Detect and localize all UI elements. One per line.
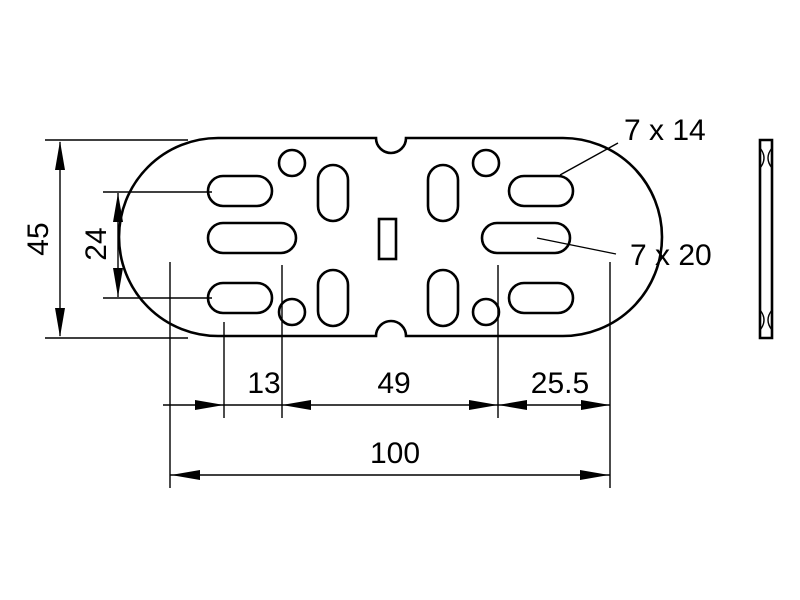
- center-slot: [377, 217, 398, 261]
- slot-vertical-2: [426, 163, 460, 223]
- dim-label-45: 45: [22, 222, 55, 255]
- leader-large-slot: [536, 237, 617, 255]
- hole-bottom-right: [471, 297, 501, 327]
- dim-label-25-5: 25.5: [531, 367, 589, 400]
- slot-left-middle: [206, 221, 298, 255]
- hole-bottom-left: [277, 297, 307, 327]
- side-profile: [758, 138, 774, 340]
- slot-vertical-1: [316, 163, 350, 223]
- slot-vertical-3: [316, 268, 350, 328]
- plate-outline: [117, 136, 664, 338]
- arrow-100-left: [171, 470, 200, 480]
- slot-vertical-4: [426, 268, 460, 328]
- hole-top-right: [471, 148, 501, 178]
- arrow-13-right: [282, 400, 311, 410]
- arrow-255-right: [581, 400, 610, 410]
- leader-small-slot: [559, 142, 619, 176]
- arrow-49-right: [469, 400, 498, 410]
- slot-left-bottom: [206, 281, 274, 315]
- callout-large-slot: 7 x 20: [630, 239, 712, 272]
- arrow-45-bottom: [55, 308, 65, 337]
- arrow-45-top: [55, 141, 65, 170]
- arrow-255-left: [498, 400, 527, 410]
- dim-label-100: 100: [370, 437, 420, 470]
- slot-right-middle: [480, 221, 572, 255]
- arrow-13-left: [195, 400, 224, 410]
- arrow-24-top: [113, 193, 123, 222]
- hole-top-left: [277, 148, 307, 178]
- slot-left-top: [206, 174, 274, 208]
- arrow-24-bottom: [113, 268, 123, 297]
- dim-label-49: 49: [377, 367, 410, 400]
- slot-right-top: [507, 174, 575, 208]
- dim-label-13: 13: [247, 367, 280, 400]
- dim-label-24: 24: [80, 227, 113, 260]
- callout-small-slot: 7 x 14: [624, 114, 706, 147]
- slot-right-bottom: [507, 281, 575, 315]
- arrow-100-right: [580, 470, 609, 480]
